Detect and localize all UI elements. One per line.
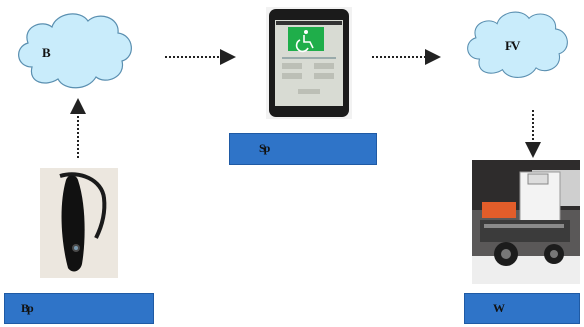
box-right-label: W — [493, 301, 503, 316]
box-middle: Sp — [229, 133, 377, 165]
box-middle-label: Sp — [259, 141, 268, 156]
headset-image — [40, 168, 118, 278]
robot-car-image — [472, 160, 580, 284]
smartphone-image — [266, 7, 352, 119]
box-right: W — [464, 293, 580, 324]
box-left: Bp — [4, 293, 154, 324]
box-left-label: Bp — [21, 301, 32, 316]
